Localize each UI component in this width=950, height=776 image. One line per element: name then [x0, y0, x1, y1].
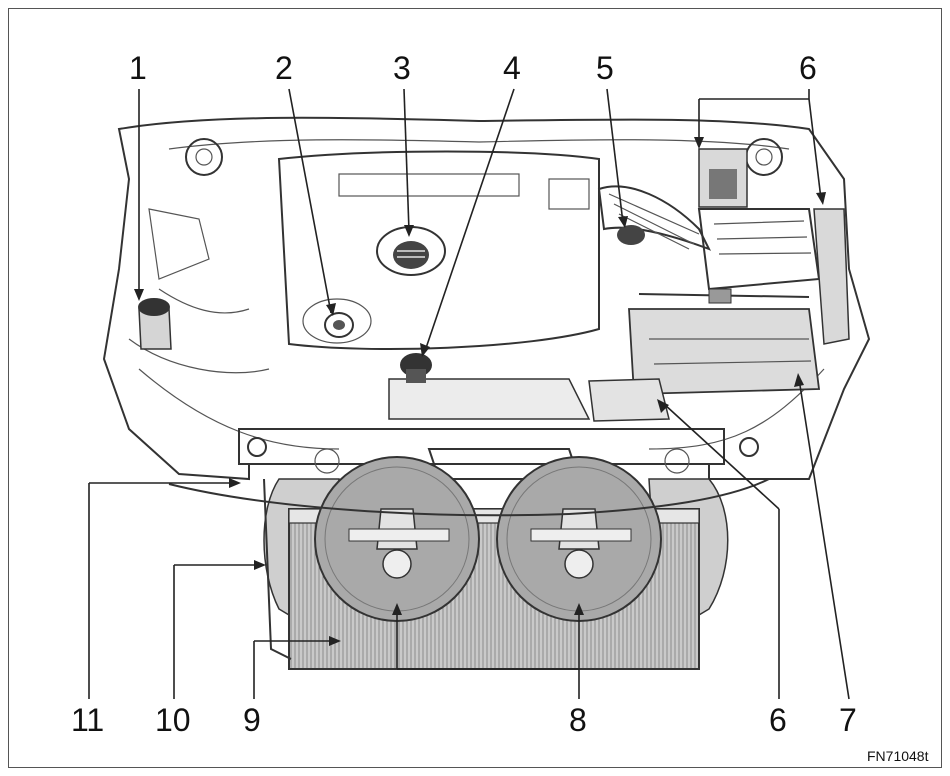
callout-1: 1: [129, 50, 147, 86]
right-strut-tower: [745, 138, 783, 176]
condenser-edge: [263, 478, 292, 660]
coolant-reservoir: [388, 378, 591, 420]
fuse-box-side: [813, 208, 850, 345]
callout-6-bottom: 6: [769, 702, 787, 738]
leader-lines: [88, 88, 850, 700]
intake-hose: [597, 185, 712, 251]
hood-support-rod: [168, 478, 770, 517]
left-bracket: [148, 208, 210, 280]
callout-2: 2: [275, 50, 293, 86]
figure-code: FN71048t: [867, 748, 929, 764]
relay-block: [588, 378, 670, 422]
left-wiring: [158, 288, 250, 314]
radiator-support: [238, 428, 725, 465]
callout-9: 9: [243, 702, 261, 738]
callout-11: 11: [71, 702, 104, 738]
dipstick-boss: [302, 298, 372, 344]
callout-7: 7: [839, 702, 857, 738]
figure-frame: 1 2 3 4 5 6 11 10 9 8 6 7 FN71048t: [8, 8, 942, 768]
callout-3: 3: [393, 50, 411, 86]
right-strut-nut: [755, 148, 773, 166]
engine-oil-dipstick: [324, 312, 354, 338]
left-strut-tower: [185, 138, 223, 176]
callout-5: 5: [596, 50, 614, 86]
left-strut-nut: [195, 148, 213, 166]
engine-bay-diagram: 1 2 3 4 5 6 11 10 9 8 6 7 FN71048t: [71, 50, 929, 764]
battery: [628, 308, 821, 395]
callout-6-top: 6: [799, 50, 817, 86]
callout-4: 4: [503, 50, 521, 86]
engine-oil-filler-cap: [393, 241, 429, 269]
support-bolt-left: [247, 437, 267, 457]
hood-outline: [102, 116, 871, 481]
cooling-fan-left: [314, 456, 480, 622]
engine-cover: [277, 150, 600, 350]
callout-10: 10: [155, 702, 191, 738]
washer-fluid-cap: [138, 298, 170, 316]
callout-8: 8: [569, 702, 587, 738]
engine-cover-panel: [338, 173, 520, 197]
support-bolt-right: [739, 437, 759, 457]
engine-cover-side: [548, 178, 590, 210]
callout-labels: 1 2 3 4 5 6 11 10 9 8 6 7 FN71048t: [71, 50, 929, 764]
brake-fluid-cap: [617, 225, 645, 245]
cowl-line: [168, 139, 790, 150]
cooling-fan-right: [496, 456, 662, 622]
engine-bay-illustration: [102, 116, 871, 670]
